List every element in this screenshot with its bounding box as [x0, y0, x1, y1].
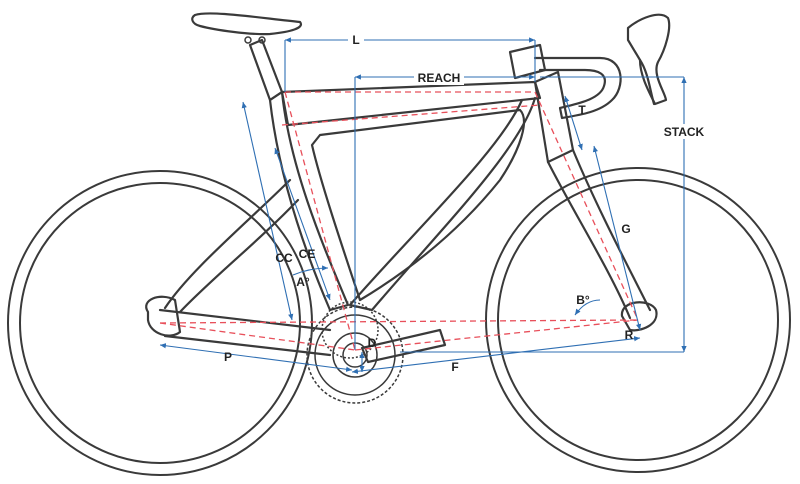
label-B: B°: [576, 293, 590, 307]
label-A: A°: [296, 275, 310, 289]
label-stack: STACK: [664, 125, 705, 139]
label-R: R: [625, 328, 634, 342]
label-T: T: [578, 103, 586, 117]
label-L: L: [352, 33, 359, 47]
label-F: F: [451, 360, 458, 374]
label-reach: REACH: [418, 71, 461, 85]
label-D: D: [368, 336, 377, 350]
rear-wheel: [7, 170, 313, 476]
geometry-reference-lines: [159, 91, 639, 351]
label-G: G: [621, 222, 630, 236]
label-CC: CC: [275, 251, 293, 265]
dimension-lines: [159, 37, 687, 374]
label-P: P: [224, 350, 232, 364]
seatpost-and-saddle: [191, 12, 303, 102]
dimension-labels: L REACH STACK T G CC CE A° B° D P F R: [224, 31, 707, 374]
label-CE: CE: [299, 247, 316, 261]
